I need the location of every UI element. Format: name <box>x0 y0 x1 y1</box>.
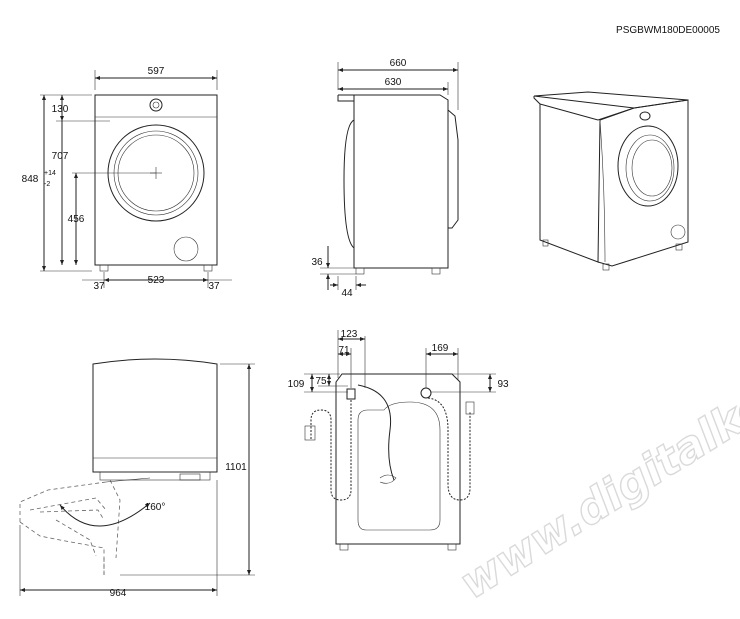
side-body-outline <box>338 94 449 269</box>
iso-porthole <box>617 125 679 207</box>
model-code: PSGBWM180DE00005 <box>616 25 720 36</box>
filter-cover <box>173 236 199 262</box>
dim-foot-height: 36 <box>311 257 323 268</box>
door-side-profile <box>447 109 459 229</box>
program-knob-icon <box>149 98 163 112</box>
dim-top-130: 130 <box>52 104 69 115</box>
machine-top-view <box>92 358 218 473</box>
dim-porthole-center: 456 <box>68 214 85 225</box>
inlet-hose-connector <box>420 387 432 399</box>
iso-top <box>533 91 689 109</box>
dim-drain-inner-height: 75 <box>315 376 327 387</box>
drain-hose <box>310 400 352 501</box>
door-open-outline <box>19 481 107 522</box>
watermark: www.digitalko.hu <box>451 337 740 609</box>
dim-side-depth-total: 660 <box>390 58 407 69</box>
dim-drain-offset: 123 <box>341 329 358 340</box>
dim-foot-inset-right: 37 <box>208 281 220 292</box>
iso-knob-icon <box>639 111 651 121</box>
dim-door-angle: 160° <box>145 502 166 513</box>
rear-panel <box>357 401 441 531</box>
door-open-view: 160° 1101 964 <box>19 358 255 599</box>
iso-view <box>533 91 689 271</box>
dim-foot-spacing: 523 <box>148 275 165 286</box>
dim-inlet-offset: 169 <box>432 343 449 354</box>
front-view: 597 848 +14 -2 130 707 456 37 523 37 <box>22 66 232 292</box>
dim-height-tol-minus: -2 <box>44 181 50 188</box>
dim-foot-inset-left: 37 <box>93 281 105 292</box>
rear-body-outline <box>335 373 461 545</box>
door-swing-arc <box>59 502 151 527</box>
front-body-outline <box>94 94 218 266</box>
rear-view: 123 71 169 109 75 93 <box>288 329 509 551</box>
dim-drain-top-height: 109 <box>288 379 305 390</box>
dim-drain-offset-inner: 71 <box>338 345 350 356</box>
power-cable <box>357 384 395 481</box>
dim-inlet-height: 93 <box>497 379 509 390</box>
inlet-hose <box>427 397 471 501</box>
dim-door-total-height: 1101 <box>225 462 247 473</box>
side-view: 660 630 36 44 <box>311 58 459 299</box>
dim-side-depth-body: 630 <box>385 77 402 88</box>
dim-707: 707 <box>52 151 69 162</box>
dim-front-total-height: 848 <box>22 174 39 185</box>
dim-foot-setback: 44 <box>341 288 353 299</box>
drain-hose-connector <box>346 388 356 400</box>
dim-front-width: 597 <box>148 66 165 77</box>
dim-height-tol-plus: +14 <box>44 170 56 177</box>
dim-door-depth: 964 <box>110 588 127 599</box>
